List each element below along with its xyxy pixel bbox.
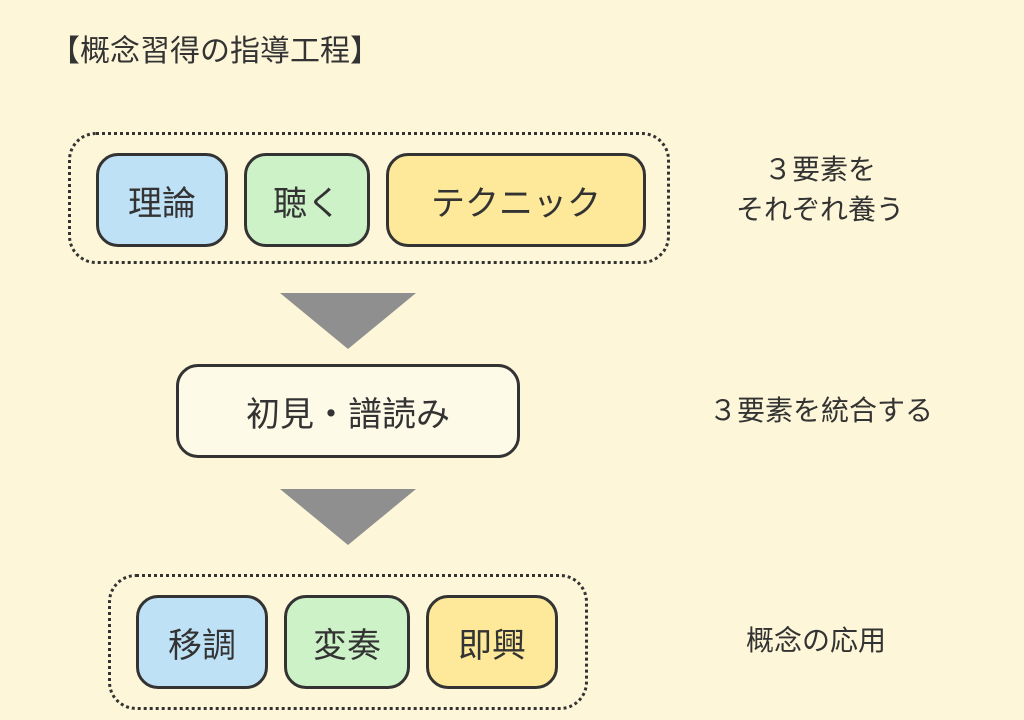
down-arrow-1 [280,293,416,349]
stage1-technique-box: テクニック [386,153,646,247]
stage1-group [68,132,670,264]
stage1-note: ３要素を それぞれ養う [700,150,940,230]
stage1-note-line1: ３要素を [763,153,876,186]
stage3-improvisation-box: 即興 [426,595,558,689]
stage3-note: 概念の応用 [745,624,886,657]
stage3-variation-box: 変奏 [284,595,410,689]
stage2-note: ３要素を統合する [708,394,933,427]
stage1-theory-box: 理論 [96,153,228,247]
stage1-listening-box: 聴く [244,153,370,247]
stage3-group [108,574,588,710]
stage3-transpose-box: 移調 [136,595,268,689]
stage2-sightreading-box: 初見・譜読み [176,364,520,458]
down-arrow-2 [280,489,416,545]
page-title: 【概念習得の指導工程】 [50,34,380,69]
stage1-note-line2: それぞれ養う [735,193,904,226]
